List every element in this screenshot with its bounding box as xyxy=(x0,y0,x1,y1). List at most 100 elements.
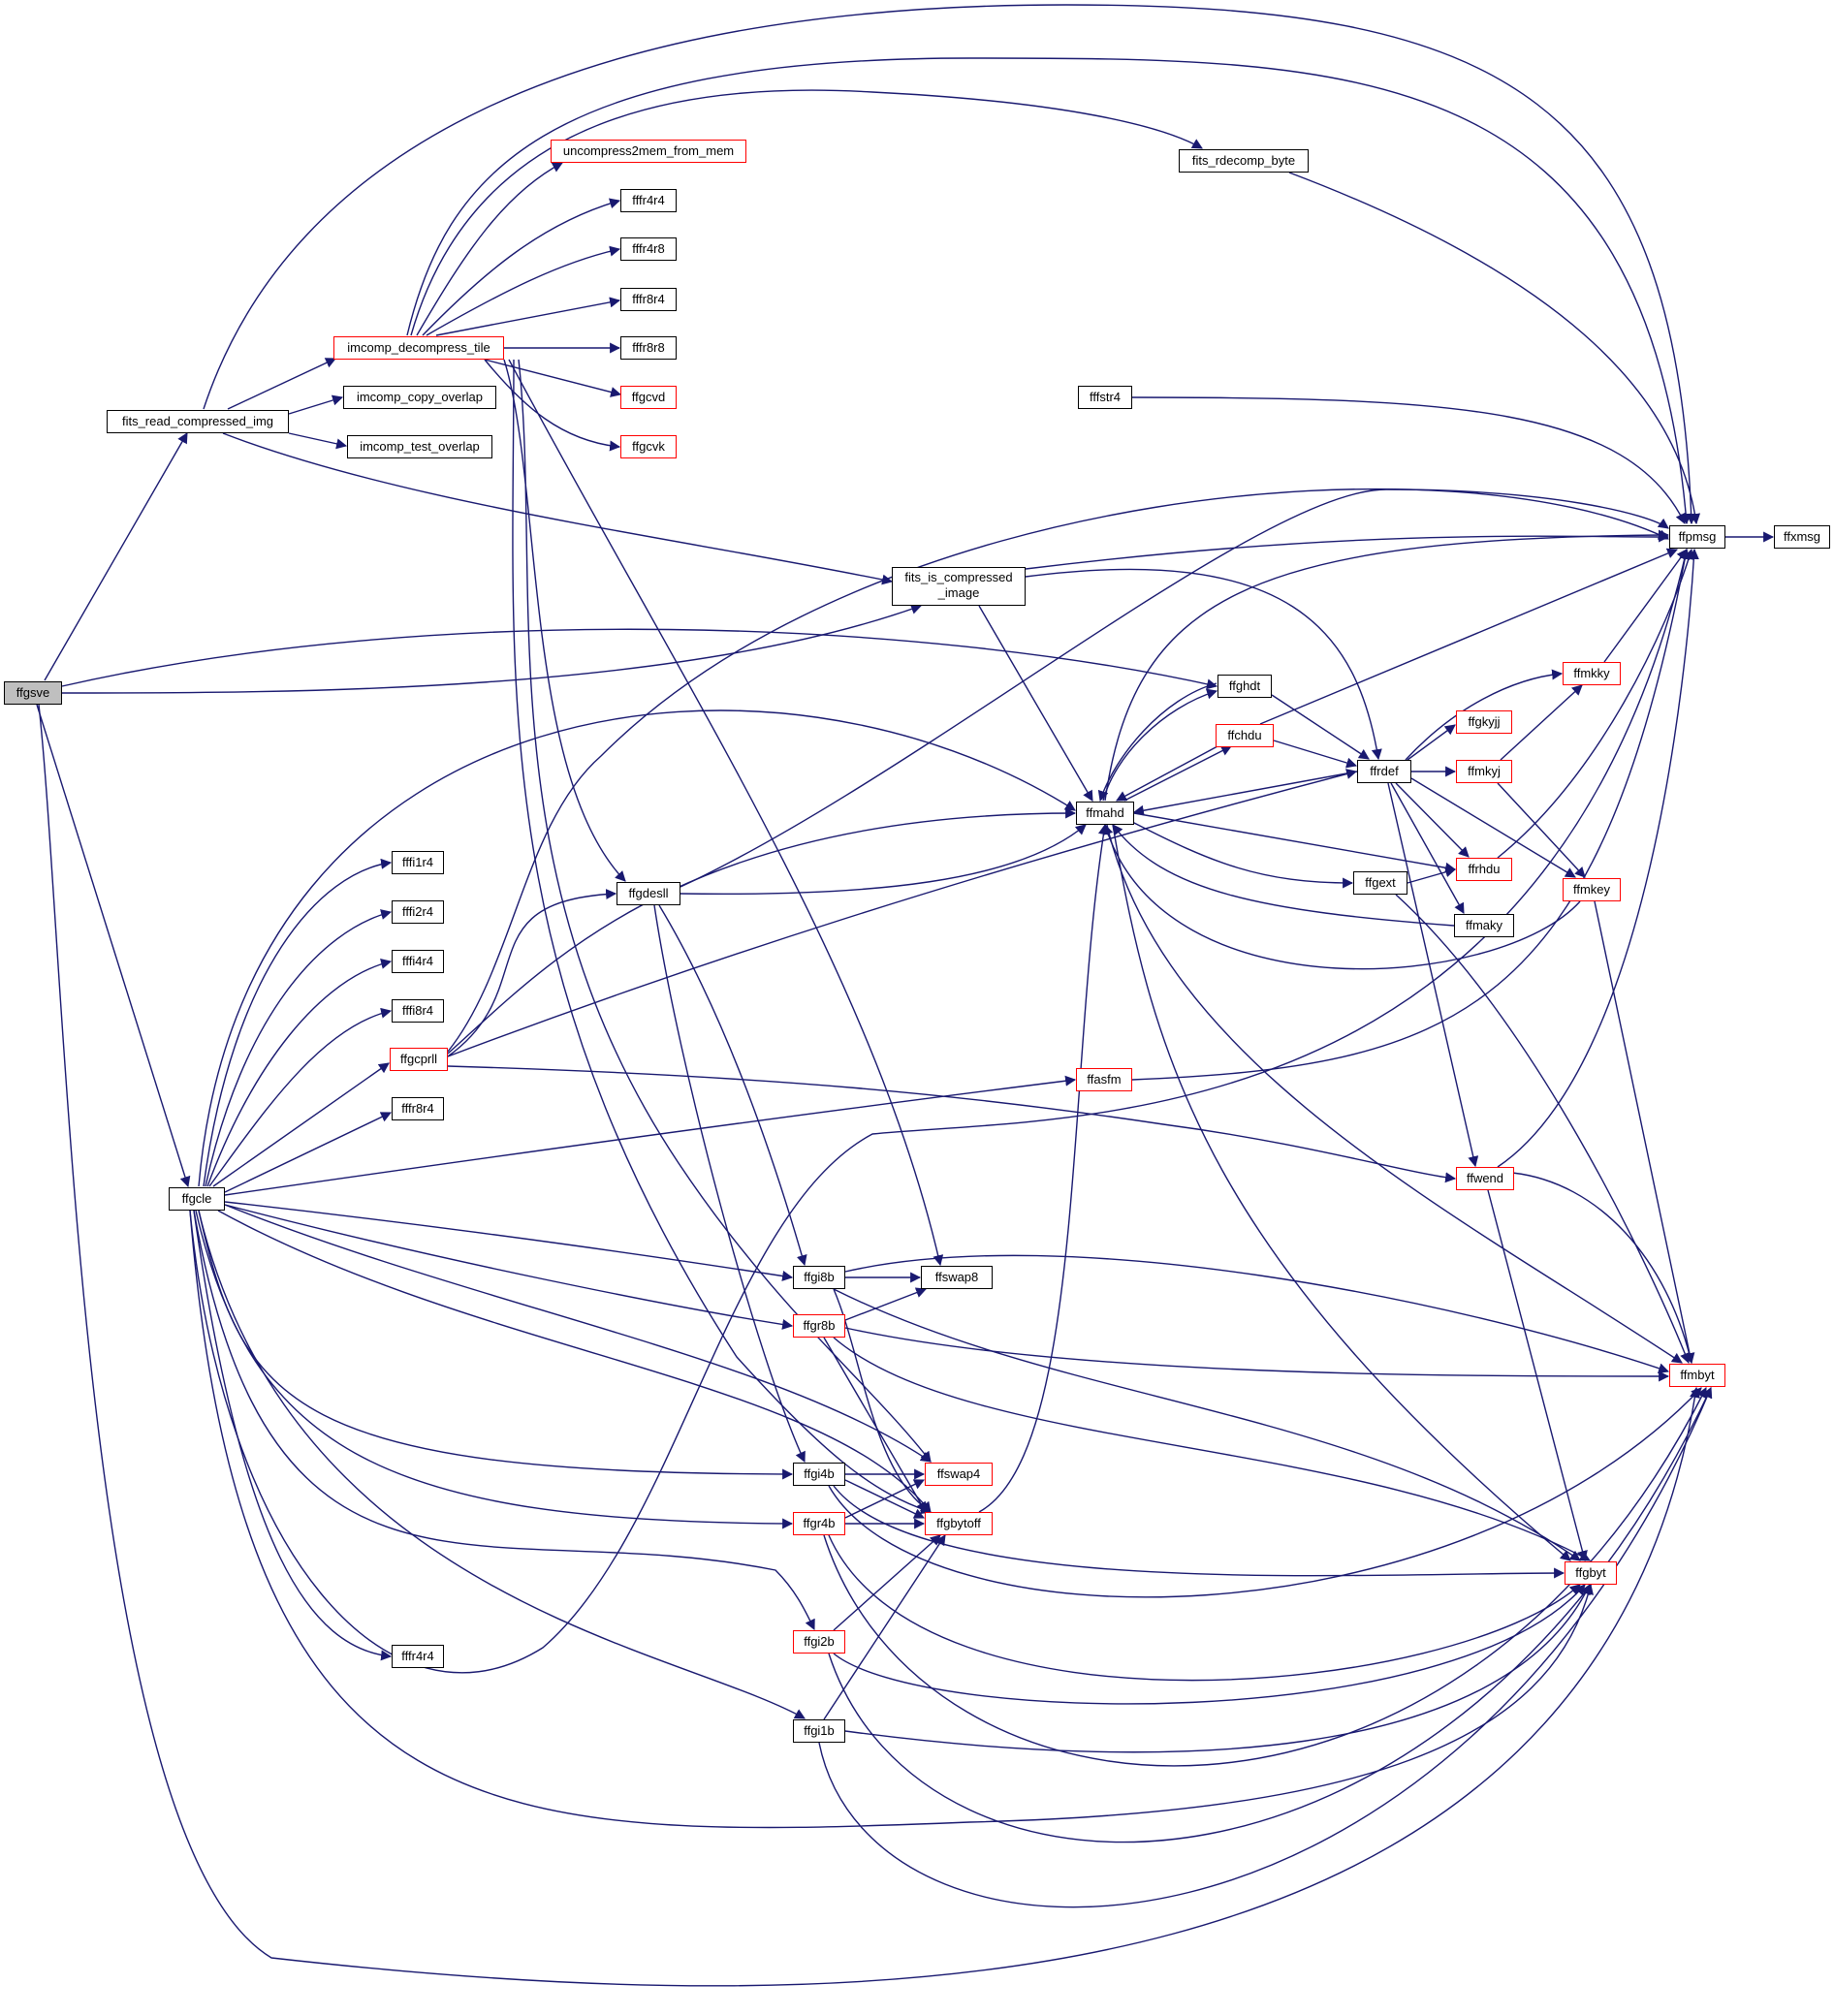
edge-idt-to-fffr4r8 xyxy=(426,245,621,336)
node-ffgcle[interactable]: ffgcle xyxy=(169,1187,225,1211)
node-imcomp-decompress-tile[interactable]: imcomp_decompress_tile xyxy=(333,336,504,360)
node-ffasfm[interactable]: ffasfm xyxy=(1076,1068,1132,1091)
node-ffswap8[interactable]: ffswap8 xyxy=(921,1266,993,1289)
edge-ffgsve-to-ffmbyt xyxy=(38,704,1700,1987)
node-fffr8r8[interactable]: fffr8r8 xyxy=(620,336,677,360)
node-fits-is-compressed-image[interactable]: fits_is_compressed _image xyxy=(892,567,1026,606)
edge-ffgr4b-to-ffgbyt xyxy=(828,1534,1581,1682)
edge-idt-to-ffpmsg xyxy=(406,57,1692,525)
node-ffrdef[interactable]: ffrdef xyxy=(1357,760,1411,783)
edge-ffmahd-to-ffgext xyxy=(1131,821,1354,889)
node-ffwend[interactable]: ffwend xyxy=(1456,1167,1514,1190)
node-ffmbyt[interactable]: ffmbyt xyxy=(1669,1364,1725,1387)
edge-ffmkey-to-ffmbyt xyxy=(1594,900,1695,1365)
edge-layer xyxy=(36,4,1775,1987)
node-ffgext[interactable]: ffgext xyxy=(1353,871,1407,895)
node-fffstr4[interactable]: fffstr4 xyxy=(1078,386,1132,409)
node-ffmahd[interactable]: ffmahd xyxy=(1076,802,1134,825)
edge-ffghdt-to-ffrdef xyxy=(1271,694,1370,760)
edge-ffgr8b-to-ffgbyt xyxy=(833,1337,1591,1561)
edge-ffgsve-to-ffghdt xyxy=(61,628,1218,690)
node-imcomp-test-overlap[interactable]: imcomp_test_overlap xyxy=(347,435,492,458)
edge-ffgsve-to-fits-read-compressed-img xyxy=(44,432,188,681)
node-ffgcvd[interactable]: ffgcvd xyxy=(620,386,677,409)
edge-ffgr8b-to-ffmbyt xyxy=(844,1327,1670,1382)
edge-ffgcle-to-ffgr4b xyxy=(195,1210,794,1529)
edge-ffgext-to-ffrhdu xyxy=(1407,866,1457,884)
node-ffgr8b[interactable]: ffgr8b xyxy=(793,1314,845,1338)
edge-ffmahd-to-ffpmsg xyxy=(1104,529,1670,802)
edge-ffrhdu-to-ffpmsg xyxy=(1497,548,1694,859)
edge-ffgcle-to-fffi2r4 xyxy=(205,909,393,1187)
edge-ffrdef-to-ffmkky xyxy=(1405,669,1564,761)
node-ffgi8b[interactable]: ffgi8b xyxy=(793,1266,845,1289)
node-ffchdu[interactable]: ffchdu xyxy=(1216,724,1274,747)
node-ffgbyt[interactable]: ffgbyt xyxy=(1565,1561,1617,1585)
edge-idt-to-ffgcvd xyxy=(484,359,622,397)
edge-ffgcle-to-fffr8r4 xyxy=(224,1112,392,1193)
edge-ffgcprll-to-ffmahd xyxy=(447,807,1077,1055)
edge-fic-to-ffmahd xyxy=(978,605,1093,802)
node-fffr8r4-top[interactable]: fffr8r4 xyxy=(620,288,677,311)
edge-ffgr8b-to-ffswap8 xyxy=(844,1287,928,1321)
node-fffr4r4-top[interactable]: fffr4r4 xyxy=(620,189,677,212)
edge-ffgi2b-to-ffgbyt xyxy=(833,1584,1586,1705)
node-fffi4r4[interactable]: fffi4r4 xyxy=(392,950,444,973)
edge-ffgdesll-to-ffpmsg xyxy=(680,488,1669,888)
edge-ffgi4b-to-ffmbyt xyxy=(828,1387,1702,1598)
edge-ffgi1b-to-ffgbyt xyxy=(844,1584,1591,1753)
node-ffgr4b[interactable]: ffgr4b xyxy=(793,1512,845,1535)
edge-ffgsve-to-ffgcle xyxy=(36,704,191,1188)
edge-ffgdesll-to-ffgi4b xyxy=(653,904,806,1463)
edge-ffgcle-to-fffi4r4 xyxy=(206,959,393,1187)
node-imcomp-copy-overlap[interactable]: imcomp_copy_overlap xyxy=(343,386,496,409)
node-ffgdesll[interactable]: ffgdesll xyxy=(617,882,680,905)
edge-ffgdesll-to-ffmahd xyxy=(680,824,1087,896)
edge-ffmahd-to-ffchdu xyxy=(1123,745,1232,802)
node-ffmkey[interactable]: ffmkey xyxy=(1563,878,1621,901)
node-ffgbytoff[interactable]: ffgbytoff xyxy=(925,1512,993,1535)
node-fffi2r4[interactable]: fffi2r4 xyxy=(392,900,444,924)
edge-fffstr4-to-ffpmsg xyxy=(1131,396,1686,524)
edge-ffchdu-to-ffrdef xyxy=(1273,740,1358,769)
node-ffghdt[interactable]: ffghdt xyxy=(1217,675,1272,698)
node-ffgcvk[interactable]: ffgcvk xyxy=(620,435,677,458)
node-ffpmsg[interactable]: ffpmsg xyxy=(1669,525,1725,549)
node-ffgi1b[interactable]: ffgi1b xyxy=(793,1719,845,1743)
node-ffrhdu[interactable]: ffrhdu xyxy=(1456,858,1512,881)
edge-idt-to-fffr8r4 xyxy=(435,297,621,336)
node-uncompress2mem-from-mem[interactable]: uncompress2mem_from_mem xyxy=(551,140,746,163)
node-ffswap4[interactable]: ffswap4 xyxy=(925,1463,993,1486)
node-fffr8r4-bottom[interactable]: fffr8r4 xyxy=(392,1097,444,1120)
node-fffi1r4[interactable]: fffi1r4 xyxy=(392,851,444,874)
node-fits-read-compressed-img[interactable]: fits_read_compressed_img xyxy=(107,410,289,433)
edge-ffgcle-to-ffasfm xyxy=(224,1075,1077,1196)
edge-ffgr8b-to-ffgbytoff xyxy=(823,1337,927,1513)
node-ffgi2b[interactable]: ffgi2b xyxy=(793,1630,845,1654)
node-ffgsve[interactable]: ffgsve xyxy=(4,681,62,705)
node-ffmkyj[interactable]: ffmkyj xyxy=(1456,760,1512,783)
edge-ffmahd-to-ffghdt xyxy=(1102,688,1218,802)
edge-ffmahd-to-ffrhdu xyxy=(1133,812,1457,873)
edge-ffasfm-to-ffpmsg xyxy=(1131,548,1691,1081)
edge-frci-to-fits-is-compressed-image xyxy=(222,432,894,585)
edge-ffrdef-to-ffgkyjj xyxy=(1407,724,1456,761)
node-ffmkky[interactable]: ffmkky xyxy=(1563,662,1621,685)
node-ffgi4b[interactable]: ffgi4b xyxy=(793,1463,845,1486)
edge-ffrdef-to-ffmaky xyxy=(1390,782,1465,914)
node-fffr4r8[interactable]: fffr4r8 xyxy=(620,237,677,261)
edge-ffgcle-to-fffi1r4 xyxy=(203,858,393,1187)
node-ffgcprll[interactable]: ffgcprll xyxy=(390,1048,448,1071)
node-ffgkyjj[interactable]: ffgkyjj xyxy=(1456,710,1512,734)
node-ffmaky[interactable]: ffmaky xyxy=(1454,914,1514,937)
edge-ffgcle-to-fffi8r4 xyxy=(208,1007,393,1187)
node-fffi8r4[interactable]: fffi8r4 xyxy=(392,999,444,1023)
edge-ffrdef-to-ffwend xyxy=(1387,782,1479,1168)
node-fits-rdecomp-byte[interactable]: fits_rdecomp_byte xyxy=(1179,149,1309,173)
edge-ffmahd-to-ffgbyt xyxy=(1112,824,1571,1561)
edge-ffrdef-to-ffmkey xyxy=(1410,777,1576,878)
node-fffr4r4-bottom[interactable]: fffr4r4 xyxy=(392,1645,444,1668)
edge-ffgi8b-to-ffmbyt xyxy=(844,1254,1670,1374)
edge-frci-to-ffpmsg xyxy=(203,4,1697,525)
node-ffxmsg[interactable]: ffxmsg xyxy=(1774,525,1830,549)
